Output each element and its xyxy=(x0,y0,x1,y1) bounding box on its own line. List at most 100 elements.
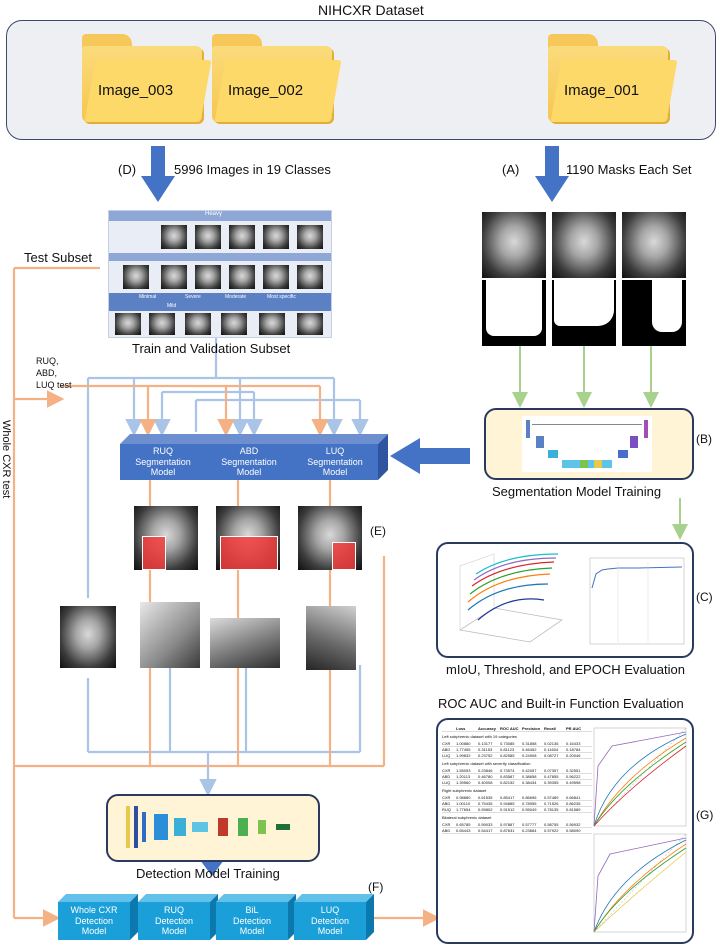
big-arrow-a xyxy=(535,146,569,202)
evaluation-label: mIoU, Threshold, and EPOCH Evaluation xyxy=(446,662,685,677)
grid-xray xyxy=(229,265,255,289)
grid-xray xyxy=(195,225,221,249)
unet-bar xyxy=(548,450,558,458)
model-name: LUQ xyxy=(320,904,340,915)
grid-xray xyxy=(263,225,289,249)
roc-table-cell: 0.13177 xyxy=(478,741,493,746)
roc-table-cell: 0.91512 xyxy=(500,807,515,812)
roc-table-cell: 0.82152 xyxy=(500,780,515,785)
cube-top xyxy=(216,894,296,902)
model-name: LUQ xyxy=(325,445,345,456)
roc-table-section-title: Left subphrenic dataset with 19 categori… xyxy=(442,734,517,739)
grid-band-2 xyxy=(109,253,331,261)
grid-row-label-2: Severe xyxy=(185,294,201,300)
model-word: Model xyxy=(236,467,262,478)
roc-table-cell: 0.59802 xyxy=(478,807,493,812)
roc-table-cell: 1.20113 xyxy=(456,774,471,779)
folder-image-002[interactable]: Image_002 xyxy=(212,34,342,122)
unet-bar xyxy=(594,460,602,468)
mask-image xyxy=(482,280,546,346)
roc-table-cell: 1.39560 xyxy=(456,780,471,785)
big-arrow-b xyxy=(390,438,470,474)
roc-table-cell: 1.55053 xyxy=(456,768,471,773)
highlight-region xyxy=(142,536,166,570)
roc-table-cell: 0.85417 xyxy=(500,795,515,800)
roc-table-cell: 0.73574 xyxy=(500,768,515,773)
net-layer xyxy=(126,806,130,848)
letter-b: (B) xyxy=(696,432,712,446)
roc-table-cell: 0.31153 xyxy=(478,747,493,752)
roc-table-cell: CXR xyxy=(442,822,451,827)
grid-xray xyxy=(185,313,211,335)
dataset-title: NIHCXR Dataset xyxy=(318,2,424,18)
detection-training-panel[interactable] xyxy=(106,794,320,862)
net-layer xyxy=(276,824,290,830)
folder-label: Image_001 xyxy=(564,82,640,99)
folder-image-001[interactable]: Image_001 xyxy=(548,34,678,122)
folder-label: Image_002 xyxy=(228,82,304,99)
roc-table-cell: 0.18784 xyxy=(566,747,581,752)
roc-table-cell: 0.81123 xyxy=(500,747,515,752)
model-kind: Detection xyxy=(154,915,194,926)
cube-side xyxy=(378,434,388,480)
detection-network-diagram xyxy=(126,804,300,850)
roc-table-cell: 1.77455 xyxy=(456,747,471,752)
roc-table-cell: 0.83587 xyxy=(500,774,515,779)
grid-header-label: Heavy xyxy=(205,211,223,217)
roc-table-cell: 1.99832 xyxy=(456,753,471,758)
roc-table-cell: 0.23752 xyxy=(478,753,493,758)
detection-training-label: Detection Model Training xyxy=(136,866,280,881)
training-thumbnail-grid: Heavy Minimal Severe Moderate Most speci… xyxy=(108,210,332,338)
roc-table-section-title: Bilateral subphrenic dataset xyxy=(442,815,492,820)
grid-xray xyxy=(297,225,323,249)
evaluation-panel[interactable] xyxy=(436,542,694,658)
model-kind: Detection xyxy=(310,915,350,926)
roc-table-cell: 0.24908 xyxy=(522,753,537,758)
unet-bar xyxy=(526,420,530,438)
net-layer xyxy=(174,818,186,836)
whole-cxr-test-label: Whole CXR test xyxy=(0,420,12,499)
grid-band-3 xyxy=(109,293,331,311)
letter-f: (F) xyxy=(368,880,384,894)
unet-diagram xyxy=(522,416,652,472)
surface-plot xyxy=(458,553,564,643)
roc-table-cell: 0.57777 xyxy=(522,822,537,827)
segmentation-training-panel[interactable] xyxy=(484,408,694,480)
roc-table-cell: 0.61535 xyxy=(478,795,493,800)
cube-side xyxy=(288,894,296,940)
grid-xray xyxy=(115,313,141,335)
model-word: Model xyxy=(317,926,343,937)
mask-white-region xyxy=(652,280,682,332)
roc-table-cell: 1.00110 xyxy=(456,801,471,806)
grid-xray xyxy=(149,313,175,335)
grid-xray xyxy=(221,313,247,335)
roc-table-cell: 0.55049 xyxy=(522,807,537,812)
roc-table-cell: 0.40008 xyxy=(478,780,493,785)
roc-table-cell: 0.97887 xyxy=(500,822,515,827)
roc-table-cell: 0.42057 xyxy=(522,768,537,773)
model-word: Model xyxy=(150,467,176,478)
model-word: Model xyxy=(239,926,265,937)
highlight-region xyxy=(220,536,278,570)
net-layer xyxy=(134,806,138,848)
folder-image-003[interactable]: Image_003 xyxy=(82,34,212,122)
unet-bar xyxy=(536,436,544,448)
